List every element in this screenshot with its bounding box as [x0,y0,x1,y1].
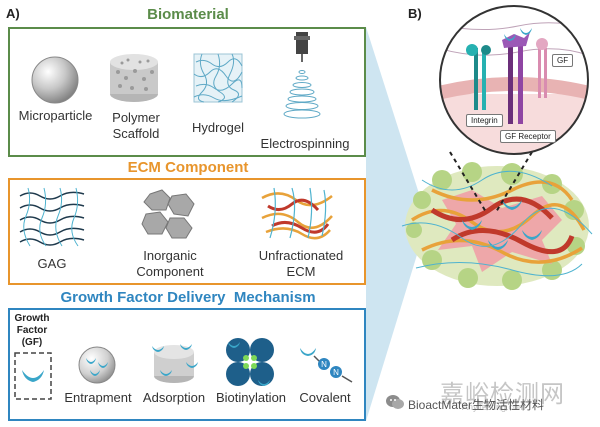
covalent-label: Covalent [299,390,351,405]
biomaterial-box [8,27,366,157]
watermark-site-url: AnyTesting.com [462,402,526,412]
gf-delivery-box [8,308,366,421]
ecm-box [8,178,366,285]
gf-delivery-title: Growth Factor Delivery Mechanism [60,289,316,306]
panel-a-label: A) [6,6,20,21]
entrapment-icon [78,346,116,384]
adsorption-icon [152,344,198,383]
microparticle-label: Microparticle [18,108,93,123]
biotinylation-label: Biotinylation [215,390,287,405]
integrin-tag: Integrin [466,114,503,127]
gag-label: GAG [37,256,67,271]
panel-b-label: B) [408,6,422,21]
cell-zoom-circle [439,5,589,155]
polymer-scaffold-label: Polymer Scaffold [112,110,160,141]
entrapment-label: Entrapment [64,390,132,405]
polymer-scaffold-icon [110,54,158,102]
hydrogel-label: Hydrogel [191,120,245,135]
gf-tag: GF [552,54,574,67]
biomaterial-title: Biomaterial [147,6,229,23]
watermark-site-cn: 嘉峪检测网 [440,381,565,408]
inorganic-component-icon [141,189,195,239]
svg-text:N: N [333,368,339,377]
adsorption-label: Adsorption [142,390,206,405]
tissue-construct-icon [401,162,593,290]
hydrogel-icon [193,53,243,103]
unfractionated-ecm-label: Unfractionated ECM [258,248,344,279]
zoom-lines [449,151,533,213]
biotinylation-icon [226,338,274,386]
watermark-brand: BioactMater生物活性材料 [408,398,545,412]
wechat-icon [386,395,404,409]
electrospinning-icon [283,32,321,119]
microparticle-icon [31,56,79,104]
connector-wedge [366,27,422,421]
growth-factor-label: Growth Factor (GF) [14,313,50,348]
svg-text:N: N [321,360,327,369]
electrospinning-label: Electrospinning [260,136,350,151]
unfractionated-ecm-icon [261,187,333,240]
inorganic-component-label: Inorganic Component [136,248,204,279]
growth-factor-icon [14,352,52,400]
ecm-title: ECM Component [127,159,249,176]
gf-receptor-tag: GF Receptor [500,130,556,143]
gag-icon [19,187,85,247]
covalent-icon: N N [300,348,353,383]
